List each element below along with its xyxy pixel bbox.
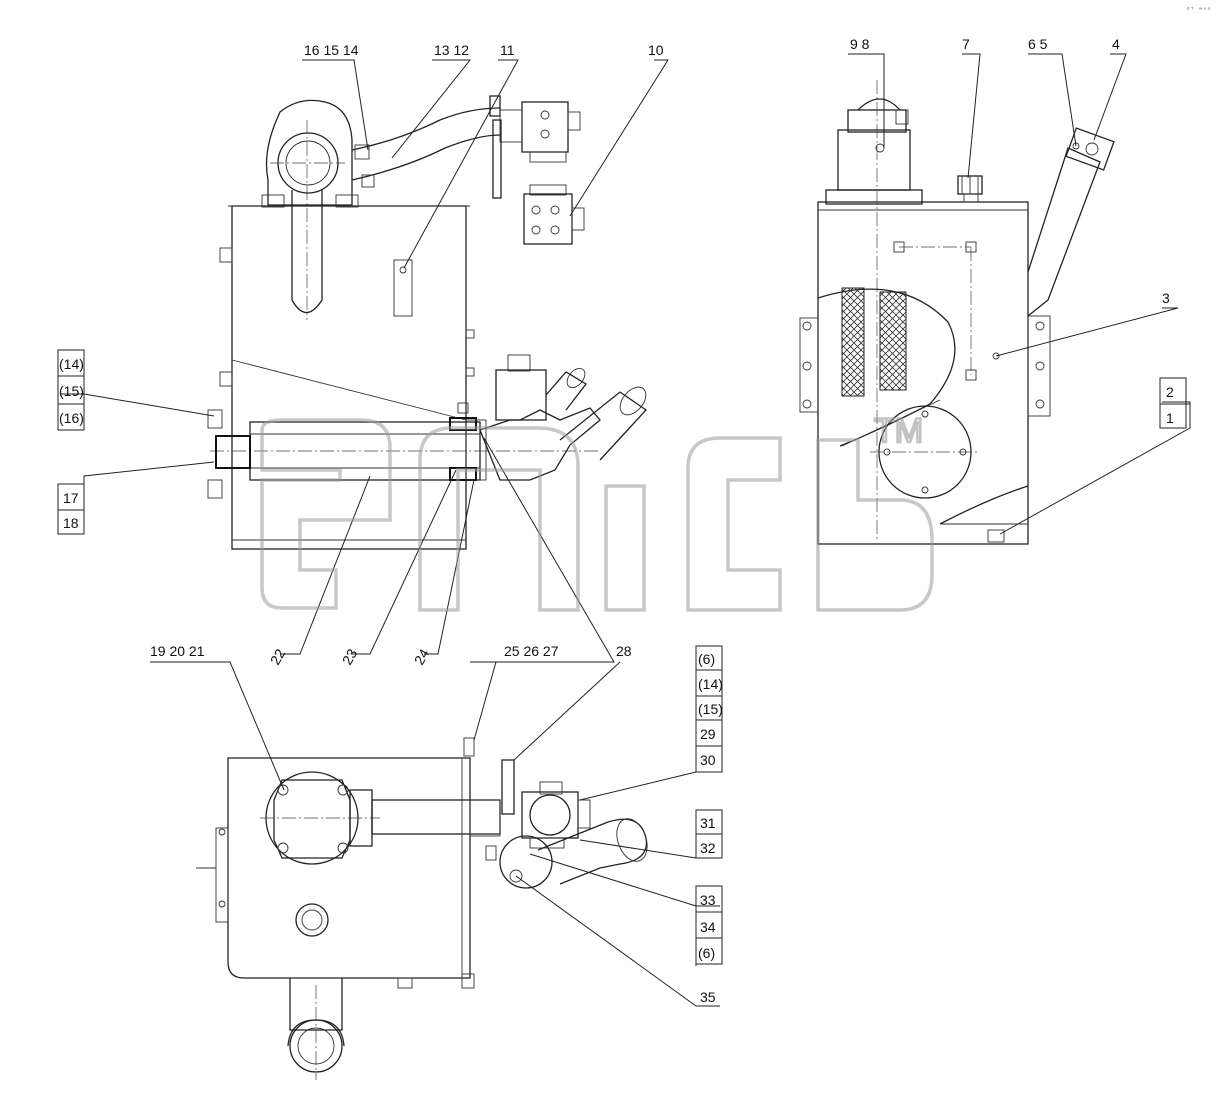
label-ref-6-b: (6): [698, 945, 715, 961]
label-34: 34: [700, 919, 716, 935]
watermark-tm: TM: [874, 412, 923, 450]
label-29: 29: [700, 726, 716, 742]
label-30: 30: [700, 752, 716, 768]
label-boxes: [57, 349, 1187, 965]
label-33: 33: [700, 892, 716, 908]
tank-body-front: [231, 205, 467, 550]
top-view: [196, 737, 648, 1080]
filter-housing: [265, 99, 353, 206]
label-ref-16: (16): [59, 410, 84, 426]
label-22: 22: [267, 646, 289, 668]
label-32: 32: [700, 840, 716, 856]
label-ref-14-b: (14): [698, 676, 723, 692]
watermark-logo: TM: [260, 411, 934, 612]
front-view: [207, 95, 647, 550]
label-13-12: 13 12: [434, 42, 469, 58]
label-25-26-27: 25 26 27: [504, 643, 559, 659]
label-2: 2: [1166, 384, 1174, 400]
label-3: 3: [1162, 290, 1170, 306]
label-4: 4: [1112, 36, 1120, 52]
label-35: 35: [700, 989, 716, 1005]
label-9-8: 9 8: [850, 36, 870, 52]
label-7: 7: [962, 36, 970, 52]
label-ref-6-a: (6): [698, 651, 715, 667]
tank-body-top: [227, 757, 471, 979]
part-labels: 16 15 14 13 12 11 10 9 8 7 6 5 4 3 2 1 (…: [59, 36, 1174, 1005]
label-18: 18: [63, 515, 79, 531]
corner-mark: ᵈᵀ ʷᵒᵒ: [1186, 6, 1211, 14]
label-11: 11: [500, 42, 515, 58]
side-view: [799, 80, 1115, 545]
label-ref-15-b: (15): [698, 701, 723, 717]
label-28: 28: [616, 643, 632, 659]
label-17: 17: [63, 490, 79, 506]
label-6-5: 6 5: [1028, 36, 1048, 52]
label-23: 23: [339, 646, 361, 668]
label-16-15-14: 16 15 14: [304, 42, 359, 58]
label-1: 1: [1166, 410, 1174, 426]
label-ref-14: (14): [59, 356, 84, 372]
label-10: 10: [648, 42, 664, 58]
label-31: 31: [700, 815, 716, 831]
label-19-20-21: 19 20 21: [150, 643, 205, 659]
label-24: 24: [411, 646, 433, 668]
label-ref-15: (15): [59, 383, 84, 399]
